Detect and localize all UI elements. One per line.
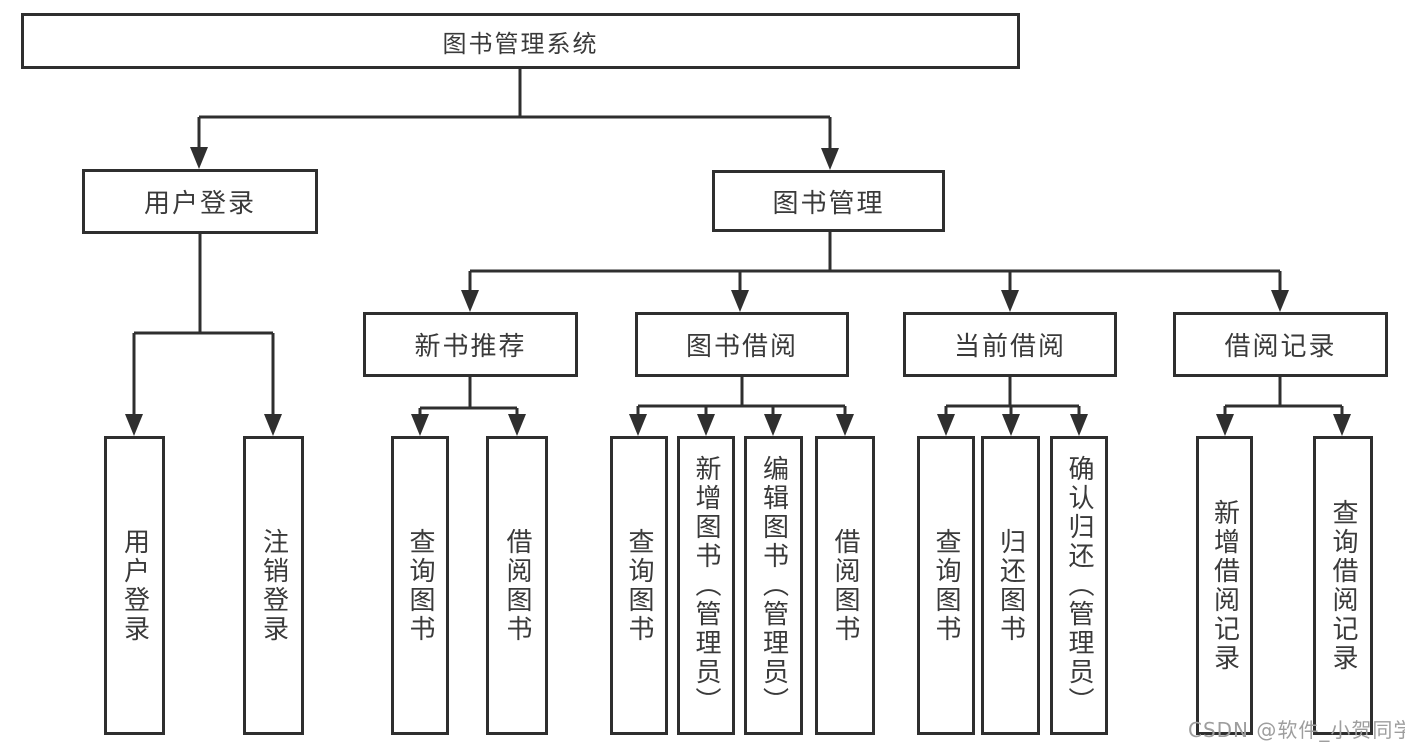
leaf-user-login: 用户登录: [104, 436, 165, 735]
node-user-login: 用户登录: [82, 169, 318, 234]
node-label: 图书借阅: [685, 332, 798, 362]
node-label: 借阅图书: [830, 527, 860, 644]
node-label: 用户登录: [119, 527, 150, 644]
leaf-query-borrow-record: 查询借阅记录: [1313, 436, 1373, 735]
node-label: 注销登录: [258, 527, 289, 644]
node-current-borrowing: 当前借阅: [903, 312, 1117, 377]
node-library-management-system: 图书管理系统: [21, 13, 1020, 69]
node-label: 查询图书: [931, 527, 961, 644]
leaf-add-book-admin: 新增图书（管理员）: [677, 436, 735, 735]
node-label: 查询图书: [405, 527, 435, 644]
node-label: 查询借阅记录: [1328, 498, 1358, 673]
node-borrow-records: 借阅记录: [1173, 312, 1388, 377]
node-label: 新增借阅记录: [1209, 498, 1240, 673]
leaf-return-books: 归还图书: [981, 436, 1040, 735]
leaf-confirm-return-admin: 确认归还（管理员）: [1050, 436, 1108, 735]
node-label: 借阅记录: [1224, 332, 1337, 362]
node-label: 用户登录: [143, 189, 256, 219]
leaf-query-books-borrowing: 查询图书: [610, 436, 668, 735]
node-label: 新书推荐: [414, 332, 527, 362]
leaf-query-books-recommend: 查询图书: [391, 436, 449, 735]
leaf-logout: 注销登录: [243, 436, 304, 735]
arrowheads: [125, 147, 1351, 436]
node-new-book-recommend: 新书推荐: [363, 312, 578, 377]
leaf-edit-book-admin: 编辑图书（管理员）: [744, 436, 803, 735]
node-label: 编辑图书（管理员）: [758, 455, 789, 716]
node-label: 归还图书: [995, 527, 1026, 644]
leaf-borrow-books-borrowing: 借阅图书: [815, 436, 875, 735]
leaf-borrow-books-recommend: 借阅图书: [486, 436, 548, 735]
leaf-add-borrow-record: 新增借阅记录: [1196, 436, 1253, 735]
leaf-query-books-current: 查询图书: [917, 436, 975, 735]
node-book-management: 图书管理: [712, 170, 945, 232]
node-label: 图书管理系统: [442, 29, 599, 58]
watermark: CSDN @软件_小贺同学: [1188, 718, 1405, 742]
node-label: 当前借阅: [953, 332, 1066, 362]
node-label: 新增图书（管理员）: [691, 455, 721, 716]
node-label: 确认归还（管理员）: [1064, 455, 1094, 716]
node-label: 图书管理: [772, 188, 885, 219]
node-label: 查询图书: [624, 527, 654, 644]
node-book-borrowing: 图书借阅: [635, 312, 849, 377]
node-label: 借阅图书: [502, 527, 532, 644]
